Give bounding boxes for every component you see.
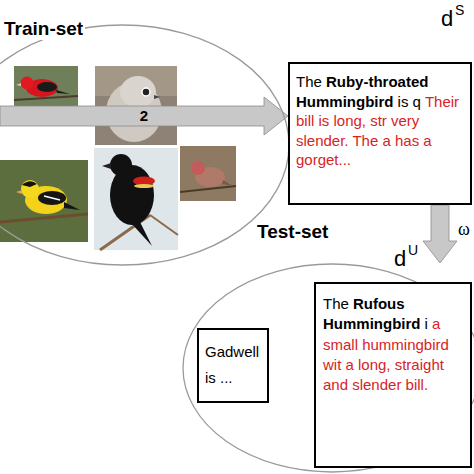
goldfinch-photo [0,160,88,242]
train-set-region: Train-set [0,24,290,266]
region-ellipse [0,25,289,265]
seen-class-description: TheRuby-throated Hummingbirdis qTheir bi… [288,62,472,205]
domain-symbol: d [441,6,453,32]
unseen-class-description: TheRufous Hummingbirdia small hummingbir… [314,282,472,468]
region-outline [0,24,290,266]
block-arrow [423,205,457,263]
domain-symbol: d [394,246,406,272]
test-set-region: Test-setGadwell is ...TheRufous Hummingb… [182,263,474,473]
node-text: Gadwell is ... [205,343,259,386]
node-text: i [425,315,428,332]
block-arrow [0,97,288,135]
set-heading: Test-set [255,221,330,243]
domain-superscript: U [408,242,418,258]
domain-superscript: S [455,2,464,18]
tanager-photo [14,66,78,108]
node-text: The [323,295,349,312]
finch-photo [180,146,236,201]
step-number: 2 [138,108,150,125]
node-text: The [296,73,322,90]
blackbird-photo [94,148,178,250]
chick-photo [95,66,177,145]
unseen-class-box: Gadwell is ... [197,328,269,403]
set-heading: Train-set [2,18,85,40]
node-text: is q [398,93,421,110]
mapping-symbol: ω [458,220,470,240]
region-ellipse [183,264,474,472]
